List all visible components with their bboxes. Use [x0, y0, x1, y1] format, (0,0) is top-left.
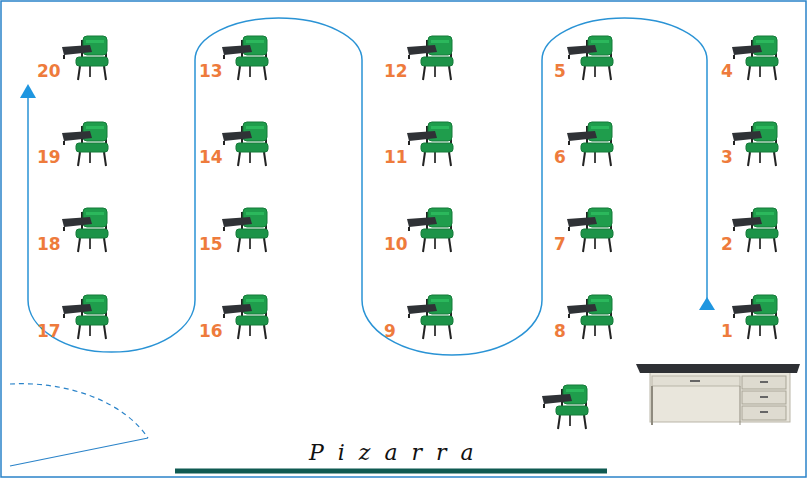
seat-number: 13 — [199, 63, 223, 80]
board-label: Pizarra — [309, 442, 488, 464]
seat-number: 12 — [384, 63, 408, 80]
seat-number: 19 — [37, 149, 61, 166]
seat-number: 20 — [37, 63, 61, 80]
seat-number: 14 — [199, 149, 223, 166]
seat-number: 7 — [554, 236, 566, 253]
seat-number: 1 — [721, 323, 733, 340]
seat-number: 2 — [721, 236, 733, 253]
seat-number: 17 — [37, 323, 61, 340]
seat-number: 16 — [199, 323, 223, 340]
seat-number: 3 — [721, 149, 733, 166]
seat-number: 11 — [384, 149, 408, 166]
seat-number: 15 — [199, 236, 223, 253]
seat-number: 18 — [37, 236, 61, 253]
seat-number: 5 — [554, 63, 566, 80]
seat-number: 6 — [554, 149, 566, 166]
seat-number: 10 — [384, 236, 408, 253]
seat-number: 4 — [721, 63, 733, 80]
seat-number: 8 — [554, 323, 566, 340]
seat-number: 9 — [384, 323, 396, 340]
